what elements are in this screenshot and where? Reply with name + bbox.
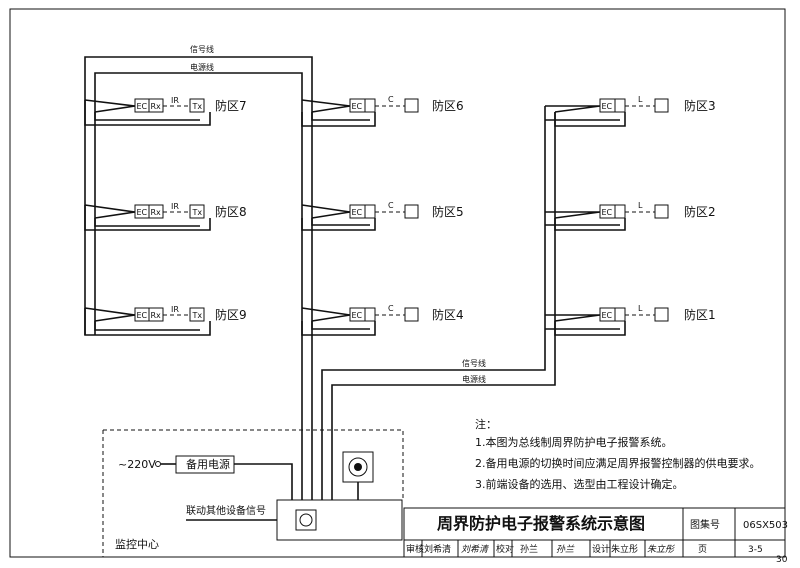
zone-7-label: 防区7 xyxy=(215,98,247,113)
svg-text:EC: EC xyxy=(352,208,363,217)
monitor-center-label: 监控中心 xyxy=(115,537,159,551)
svg-text:IR: IR xyxy=(171,96,179,105)
svg-text:EC: EC xyxy=(352,102,363,111)
svg-text:Tx: Tx xyxy=(192,208,203,217)
sheet-number: 30 xyxy=(776,555,788,564)
zone-2-label: 防区2 xyxy=(684,204,716,219)
zone-1: EC L 防区1 xyxy=(599,304,716,322)
zone-left-row-2 xyxy=(84,204,211,231)
drawing-title: 周界防护电子报警系统示意图 xyxy=(437,514,645,533)
svg-text:Rx: Rx xyxy=(151,208,162,217)
svg-text:Rx: Rx xyxy=(151,102,162,111)
svg-text:朱立彤: 朱立彤 xyxy=(611,543,638,555)
top-signal-wire xyxy=(84,56,313,100)
svg-text:C: C xyxy=(388,304,394,313)
svg-text:孙兰: 孙兰 xyxy=(520,543,538,555)
top-signal-label: 信号线 xyxy=(190,44,214,54)
zone-5: EC C 防区5 xyxy=(349,201,464,219)
atlas-number: 06SX503 xyxy=(743,520,788,531)
zone-8: EC Rx IR Tx 防区8 xyxy=(134,202,247,219)
zone-6: EC C 防区6 xyxy=(349,95,464,113)
svg-text:EC: EC xyxy=(602,208,613,217)
notes-heading: 注： xyxy=(475,417,497,431)
monitor-center-border xyxy=(103,429,404,500)
svg-text:L: L xyxy=(638,95,643,104)
zone-left-row-3 xyxy=(84,307,211,336)
svg-text:IR: IR xyxy=(171,305,179,314)
svg-text:L: L xyxy=(638,201,643,210)
svg-text:刘希清: 刘希清 xyxy=(424,543,451,555)
svg-text:EC: EC xyxy=(137,208,148,217)
right-trunk-signal xyxy=(321,106,546,500)
linkage-label: 联动其他设备信号 xyxy=(186,504,266,517)
svg-text:IR: IR xyxy=(171,202,179,211)
svg-text:EC: EC xyxy=(352,311,363,320)
svg-text:EC: EC xyxy=(602,102,613,111)
zone-1-label: 防区1 xyxy=(684,307,716,322)
controller-display xyxy=(295,509,317,531)
backup-power-label: 备用电源 xyxy=(186,457,230,471)
designer-signature: 朱立彤 xyxy=(647,544,675,555)
svg-text:Tx: Tx xyxy=(192,102,203,111)
note-1: 1.本图为总线制周界防护电子报警系统。 xyxy=(475,435,673,449)
sheet-frame xyxy=(9,8,786,558)
checker-signature: 孙兰 xyxy=(556,544,575,555)
svg-text:C: C xyxy=(388,201,394,210)
svg-text:L: L xyxy=(638,304,643,313)
zone-9-label: 防区9 xyxy=(215,307,247,322)
zone-7: EC Rx IR Tx 防区7 xyxy=(134,96,247,113)
svg-text:校对: 校对 xyxy=(496,543,514,555)
zone-4-label: 防区4 xyxy=(432,307,464,322)
voltage-label: ~220V xyxy=(118,458,156,471)
atlas-label: 图集号 xyxy=(690,518,720,531)
svg-text:EC: EC xyxy=(137,102,148,111)
zone-mid-branches xyxy=(301,99,376,336)
svg-text:设计: 设计 xyxy=(592,543,610,555)
svg-text:EC: EC xyxy=(137,311,148,320)
zone-4: EC C 防区4 xyxy=(349,304,464,322)
zone-6-label: 防区6 xyxy=(432,98,464,113)
zone-left-row-1 xyxy=(84,99,211,126)
power-terminal xyxy=(155,461,161,467)
svg-text:审核: 审核 xyxy=(406,543,424,555)
zone-2: EC L 防区2 xyxy=(599,201,716,219)
svg-text:Tx: Tx xyxy=(192,311,203,320)
top-power-wire xyxy=(94,72,303,100)
zone-5-label: 防区5 xyxy=(432,204,464,219)
zone-8-label: 防区8 xyxy=(215,204,247,219)
note-3: 3.前端设备的选用、选型由工程设计确定。 xyxy=(475,477,684,491)
zone-9: EC Rx IR Tx 防区9 xyxy=(134,305,247,322)
page-number: 3-5 xyxy=(748,545,763,555)
svg-text:Rx: Rx xyxy=(151,311,162,320)
title-block: 周界防护电子报警系统示意图 图集号 06SX503 审核 刘希清 刘希清 校对 … xyxy=(403,507,788,558)
lower-power-label: 电源线 xyxy=(462,374,486,384)
zone-3: EC L 防区3 xyxy=(599,95,716,113)
reviewer-signature: 刘希清 xyxy=(461,544,489,555)
zone-right-branches xyxy=(545,105,626,336)
top-power-label: 电源线 xyxy=(190,62,214,72)
svg-text:页: 页 xyxy=(698,544,707,555)
note-2: 2.备用电源的切换时间应满足周界报警控制器的供电要求。 xyxy=(475,456,761,470)
svg-text:EC: EC xyxy=(602,311,613,320)
svg-text:C: C xyxy=(388,95,394,104)
lower-signal-label: 信号线 xyxy=(462,358,486,368)
zone-3-label: 防区3 xyxy=(684,98,716,113)
right-trunk-power xyxy=(331,112,556,500)
